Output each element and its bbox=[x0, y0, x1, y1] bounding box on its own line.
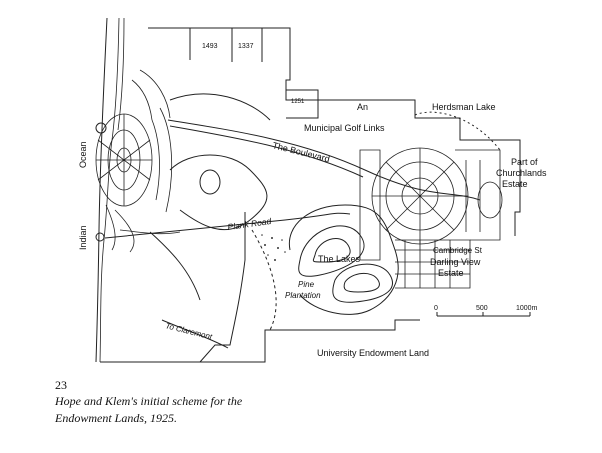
boulevard-road bbox=[167, 119, 481, 201]
lot-label-1337: 1337 bbox=[238, 43, 254, 50]
label-plank-road: Plank Road bbox=[227, 216, 272, 232]
churchlands-radial-estate bbox=[359, 147, 503, 261]
label-the-lakes: The Lakes bbox=[318, 254, 361, 264]
label-herdsman-lake: Herdsman Lake bbox=[432, 102, 496, 112]
label-plantation: Plantation bbox=[285, 291, 321, 300]
coastal-circle-node bbox=[95, 122, 107, 134]
plantation-boundary bbox=[199, 212, 246, 363]
caption-line-2: Endowment Lands, 1925. bbox=[55, 411, 178, 425]
central-knoll bbox=[199, 169, 221, 195]
label-cambridge-st: Cambridge St bbox=[433, 246, 483, 255]
scale-tick-1000m: 1000m bbox=[516, 305, 538, 312]
label-university-land: University Endowment Land bbox=[317, 348, 429, 358]
scale-tick-500: 500 bbox=[476, 305, 488, 312]
label-darling-view: Darling View bbox=[430, 257, 481, 267]
label-churchlands-estate: Estate bbox=[502, 179, 528, 189]
north-loop-road bbox=[169, 93, 271, 121]
lot-label-1493: 1493 bbox=[202, 43, 218, 50]
coastal-village bbox=[95, 69, 181, 253]
endowment-lands-map: 1493 1337 1251 Indian Ocean An Herdsman … bbox=[78, 17, 547, 363]
label-boulevard: The Boulevard bbox=[272, 140, 331, 164]
coastline bbox=[95, 17, 108, 363]
scale-tick-0: 0 bbox=[434, 305, 438, 312]
label-to-claremont: To Claremont bbox=[165, 321, 214, 341]
lot-1251-box bbox=[286, 89, 319, 119]
label-churchlands: Churchlands bbox=[496, 168, 547, 178]
label-ocean: Ocean bbox=[78, 141, 88, 168]
label-part-of: Part of bbox=[511, 157, 538, 167]
coastline-inner bbox=[99, 17, 120, 363]
coast-road bbox=[117, 17, 125, 131]
scale-bar: 0 500 1000m bbox=[434, 305, 538, 317]
southern-boundary bbox=[100, 319, 420, 363]
coastal-circle-node-south bbox=[95, 232, 105, 242]
figure-number: 23 bbox=[55, 378, 67, 392]
figure-caption: 23 Hope and Klem's initial scheme for th… bbox=[55, 378, 455, 427]
northern-boundary bbox=[148, 27, 416, 110]
plantation-track bbox=[251, 229, 277, 331]
plank-road-spur bbox=[149, 231, 201, 301]
to-claremont-road bbox=[161, 319, 229, 349]
label-darling-estate: Estate bbox=[438, 268, 464, 278]
label-indian: Indian bbox=[78, 225, 88, 250]
northeast-boundary bbox=[414, 110, 521, 236]
boulevard-road-parallel bbox=[169, 125, 364, 178]
caption-line-1: Hope and Klem's initial scheme for the bbox=[55, 394, 243, 408]
label-an: An bbox=[357, 102, 368, 112]
pine-plantation-stipple bbox=[261, 234, 286, 261]
label-golf-links: Municipal Golf Links bbox=[304, 123, 385, 133]
label-pine: Pine bbox=[298, 280, 315, 289]
darling-view-estate bbox=[395, 239, 471, 289]
lot-label-1251: 1251 bbox=[291, 99, 305, 105]
herdsman-lake-shore bbox=[414, 111, 501, 151]
